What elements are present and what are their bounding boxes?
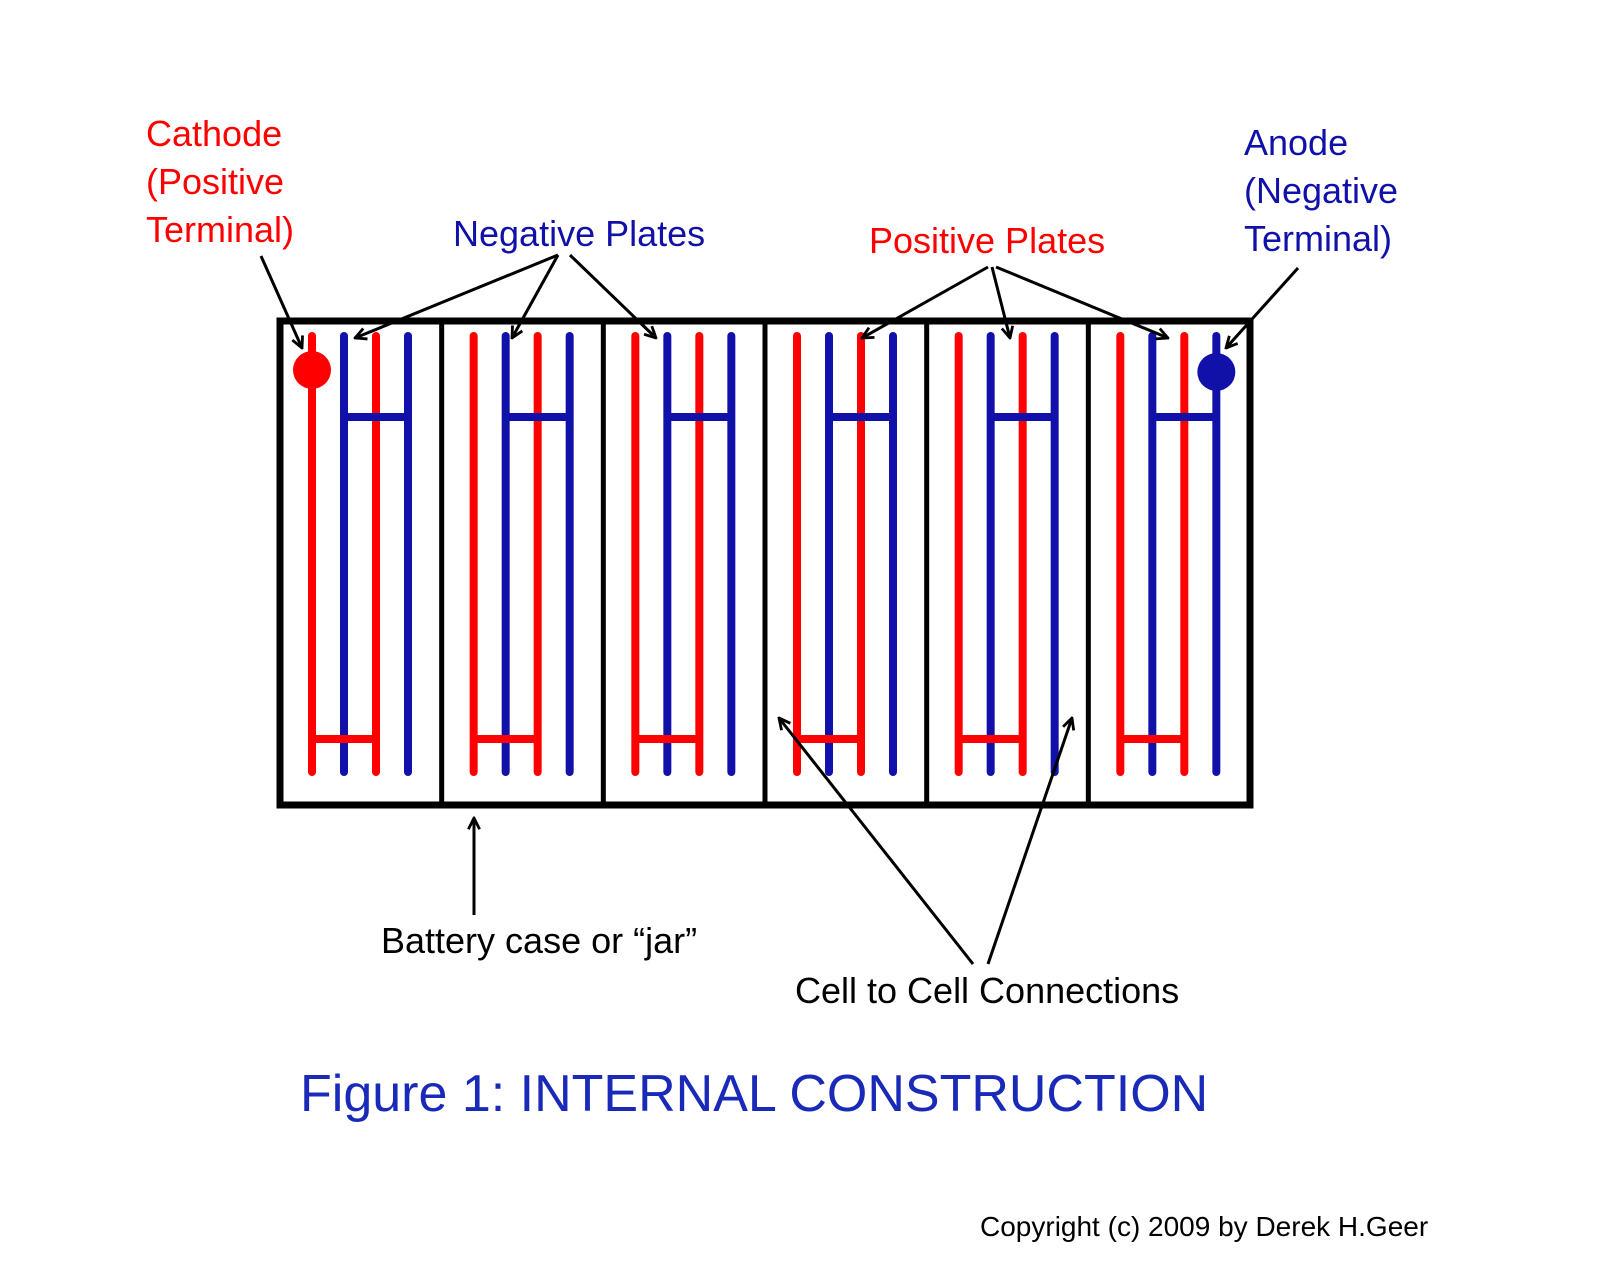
figure-title: Figure 1: INTERNAL CONSTRUCTION xyxy=(300,1065,1209,1123)
positive-plates-arrow-1 xyxy=(862,265,989,338)
anode-label-line-3: Terminal) xyxy=(1244,218,1393,259)
positive-plates-arrow-2 xyxy=(990,266,1010,338)
anode-label-line-2: (Negative xyxy=(1244,170,1399,211)
anode-arrow xyxy=(1226,266,1300,348)
cell-connections-label: Cell to Cell Connections xyxy=(795,970,1180,1011)
battery-case-label: Battery case or “jar” xyxy=(381,920,698,961)
cathode-label: Cathode (Positive Terminal) xyxy=(146,110,294,254)
positive-terminal xyxy=(293,351,331,389)
cathode-arrow xyxy=(259,255,302,348)
cell-connections-arrow-1 xyxy=(779,718,975,965)
positive-plates-arrow-3 xyxy=(995,265,1168,338)
anode-label-line-1: Anode xyxy=(1244,122,1349,163)
negative-plates-arrow-1 xyxy=(355,253,559,338)
positive-plates-label: Positive Plates xyxy=(869,220,1106,261)
negative-terminal xyxy=(1197,353,1236,391)
negative-plates-arrow-3 xyxy=(568,253,656,338)
anode-label: Anode (Negative Terminal) xyxy=(1244,119,1398,263)
cathode-label-line-3: Terminal) xyxy=(146,209,295,250)
negative-plates-arrow-2 xyxy=(512,254,560,338)
negative-plates-label: Negative Plates xyxy=(453,213,706,254)
cathode-label-line-2: (Positive xyxy=(146,161,285,202)
cell-connections-arrow-2 xyxy=(986,718,1072,965)
copyright-notice: Copyright (c) 2009 by Derek H.Geer xyxy=(980,1211,1429,1242)
cathode-label-line-1: Cathode xyxy=(146,113,283,154)
